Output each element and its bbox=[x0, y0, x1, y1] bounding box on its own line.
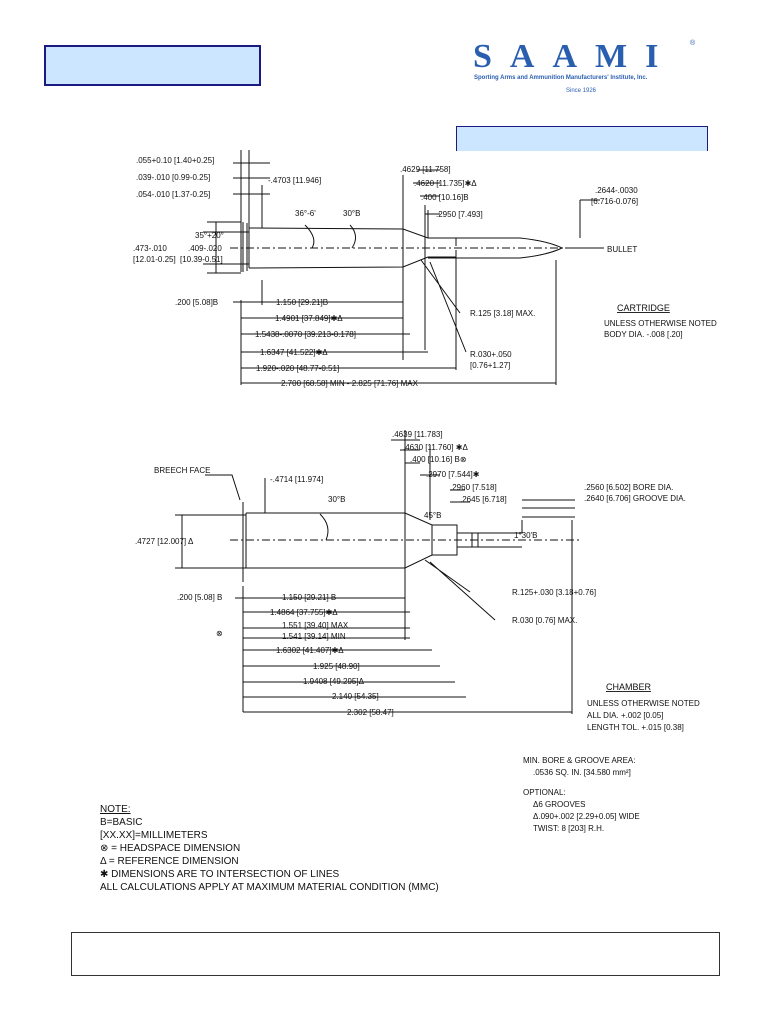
cartridge-title: CARTRIDGE bbox=[617, 303, 670, 313]
cart-groove-w: .039-.010 [0.99-0.25] bbox=[136, 173, 210, 182]
cart-rim-dia: .473-.010 bbox=[133, 244, 167, 253]
ch-groove: .2640 [6.706] GROOVE DIA. bbox=[584, 494, 686, 503]
bore-area-value: .0536 SQ. IN. [34.580 mm²] bbox=[533, 768, 631, 777]
cart-rim-thick: .055+0.10 [1.40+0.25] bbox=[136, 156, 214, 165]
cart-bullet-dia: .2644-.0030 bbox=[595, 186, 638, 195]
cart-d2: 1.4901 [37.849]✱Δ bbox=[275, 314, 343, 323]
cartridge-outline bbox=[240, 222, 564, 272]
note-line: [XX.XX]=MILLIMETERS bbox=[100, 830, 208, 841]
logo-since: Since 1926 bbox=[566, 88, 597, 94]
ch-c6: 1.925 [48.90] bbox=[313, 662, 360, 671]
cart-bevel: 35°+20° bbox=[195, 231, 224, 240]
cart-d1: 1.150 [29.21]B bbox=[276, 298, 328, 307]
ch-c9: 2.302 [58.47] bbox=[347, 708, 394, 717]
note-line: B=BASIC bbox=[100, 817, 143, 828]
bore-area-title: MIN. BORE & GROOVE AREA: bbox=[523, 756, 635, 765]
chamber-note2: ALL DIA. +.002 [0.05] bbox=[587, 711, 663, 720]
chamber-title: CHAMBER bbox=[606, 682, 652, 692]
logo-letter: I bbox=[645, 38, 677, 75]
ch-c5: 1.6302 [41.407]✱Δ bbox=[276, 646, 344, 655]
cartridge-note2: BODY DIA. -.008 [.20] bbox=[604, 330, 683, 339]
ch-sh2: .4630 [11.760] ✱Δ bbox=[403, 443, 468, 452]
cartridge-note1: UNLESS OTHERWISE NOTED bbox=[604, 319, 717, 328]
ch-breech: BREECH FACE bbox=[154, 466, 210, 475]
chamber-note1: UNLESS OTHERWISE NOTED bbox=[587, 699, 700, 708]
cart-groove-d: .054-.010 [1.37-0.25] bbox=[136, 190, 210, 199]
ch-sh3: .400 [10.16] B⊗ bbox=[410, 455, 467, 464]
cart-d6: 2.700 [68.58] MIN - 2.825 [71.76] MAX bbox=[281, 379, 419, 388]
ch-c2: 1.4864 [37.755]✱Δ bbox=[270, 608, 338, 617]
ch-c8: 2.140 [54.35] bbox=[332, 692, 379, 701]
logo-letter: S bbox=[473, 38, 510, 75]
ch-sh1: .4639 [11.783] bbox=[392, 430, 443, 439]
ch-neck1: .2970 [7.544]✱ bbox=[426, 470, 480, 479]
cart-d4: 1.6347 [41.522]✱Δ bbox=[260, 348, 328, 357]
ch-c3: 1.551 [39.40] MAX bbox=[282, 621, 349, 630]
cart-datum: .200 [5.08]B bbox=[175, 298, 218, 307]
ch-neck3: .2645 [6.718] bbox=[460, 495, 507, 504]
logo-letter: A bbox=[509, 38, 553, 75]
notes-title: NOTE: bbox=[100, 804, 131, 815]
ch-datum: .200 [5.08] B bbox=[177, 593, 222, 602]
note-line: ✱ DIMENSIONS ARE TO INTERSECTION OF LINE… bbox=[100, 869, 339, 880]
chamber-dim-lines bbox=[175, 430, 575, 714]
ch-c4: 1.541 [39.14] MIN bbox=[282, 632, 346, 641]
cart-shoulder-dia: .4629 [11.758] bbox=[400, 165, 451, 174]
note-line: ⊗ = HEADSPACE DIMENSION bbox=[100, 843, 240, 854]
ch-bore: .2560 [6.502] BORE DIA. bbox=[584, 483, 673, 492]
registered-mark: ® bbox=[690, 40, 696, 47]
footer-box bbox=[71, 932, 720, 976]
cartridge-dim-lines bbox=[203, 150, 604, 385]
ch-shoulder-angle: 30°B bbox=[328, 495, 345, 504]
ch-leade: 1°30'B bbox=[514, 531, 537, 540]
ch-neck2: .2960 [7.518] bbox=[450, 483, 497, 492]
ch-r2: R.030 [0.76] MAX. bbox=[512, 616, 577, 625]
cart-d3: 1.5438-.0070 [39.213-0.178] bbox=[255, 330, 356, 339]
header-title-box bbox=[44, 45, 261, 86]
ch-c7: 1.9408 [49.295]Δ bbox=[303, 677, 365, 686]
logo-subtitle: Sporting Arms and Ammunition Manufacture… bbox=[474, 75, 648, 81]
chamber-shoulder-arc bbox=[319, 513, 329, 541]
logo-letter: A bbox=[552, 38, 596, 75]
cart-bullet-label: BULLET bbox=[607, 245, 637, 254]
cart-taper-angle: 36°-6' bbox=[295, 209, 316, 218]
ch-c1: 1.150 [29.21] B bbox=[282, 593, 336, 602]
cart-r1: R.125 [3.18] MAX. bbox=[470, 309, 535, 318]
ch-throat-angle: 45°B bbox=[424, 511, 441, 520]
cartridge-taper-arc bbox=[304, 224, 315, 249]
cartridge-shoulder-arc bbox=[349, 224, 356, 249]
cart-groove-dia-mm: [10.39-0.51] bbox=[180, 255, 223, 264]
optional-twist: TWIST: 8 [203] R.H. bbox=[533, 824, 604, 833]
cart-base-dia: -.4703 [11.946] bbox=[268, 176, 321, 185]
cart-rim-dia-mm: [12.01-0.25] bbox=[133, 255, 176, 264]
note-line: ALL CALCULATIONS APPLY AT MAXIMUM MATERI… bbox=[100, 882, 439, 893]
ch-r1: R.125+.030 [3.18+0.76] bbox=[512, 588, 596, 597]
cart-shoulder-angle: 30°B bbox=[343, 209, 360, 218]
headspace-icon: ⊗ bbox=[216, 629, 223, 638]
ch-body-dia: .4727 [12.007] Δ bbox=[135, 537, 194, 546]
optional-width: Δ.090+.002 [2.29+0.05] WIDE bbox=[533, 812, 640, 821]
cart-r2: R.030+.050 bbox=[470, 350, 512, 359]
logo-letters: SAAMI bbox=[473, 38, 693, 76]
chamber-note3: LENGTH TOL. +.015 [0.38] bbox=[587, 723, 684, 732]
chamber-outline bbox=[242, 502, 522, 582]
optional-title: OPTIONAL: bbox=[523, 788, 566, 797]
cart-d5: 1.920-.020 [48.77-0.51] bbox=[256, 364, 339, 373]
cartridge-title-box bbox=[456, 126, 708, 151]
cart-neck-dia: .2950 [7.493] bbox=[436, 210, 483, 219]
cart-shoulder-dia2: .4620 [11.735]✱Δ bbox=[414, 179, 477, 188]
cart-groove-dia: .409-.020 bbox=[188, 244, 222, 253]
cart-r2-mm: [0.76+1.27] bbox=[470, 361, 510, 370]
optional-grooves: Δ6 GROOVES bbox=[533, 800, 585, 809]
logo-letter: M bbox=[595, 38, 646, 75]
ch-base-dia: -.4714 [11.974] bbox=[270, 475, 323, 484]
note-line: Δ = REFERENCE DIMENSION bbox=[100, 856, 239, 867]
cart-bullet-dia-mm: [6.716-0.076] bbox=[591, 197, 638, 206]
cart-neck-pos: .400 [10.16]B bbox=[421, 193, 469, 202]
